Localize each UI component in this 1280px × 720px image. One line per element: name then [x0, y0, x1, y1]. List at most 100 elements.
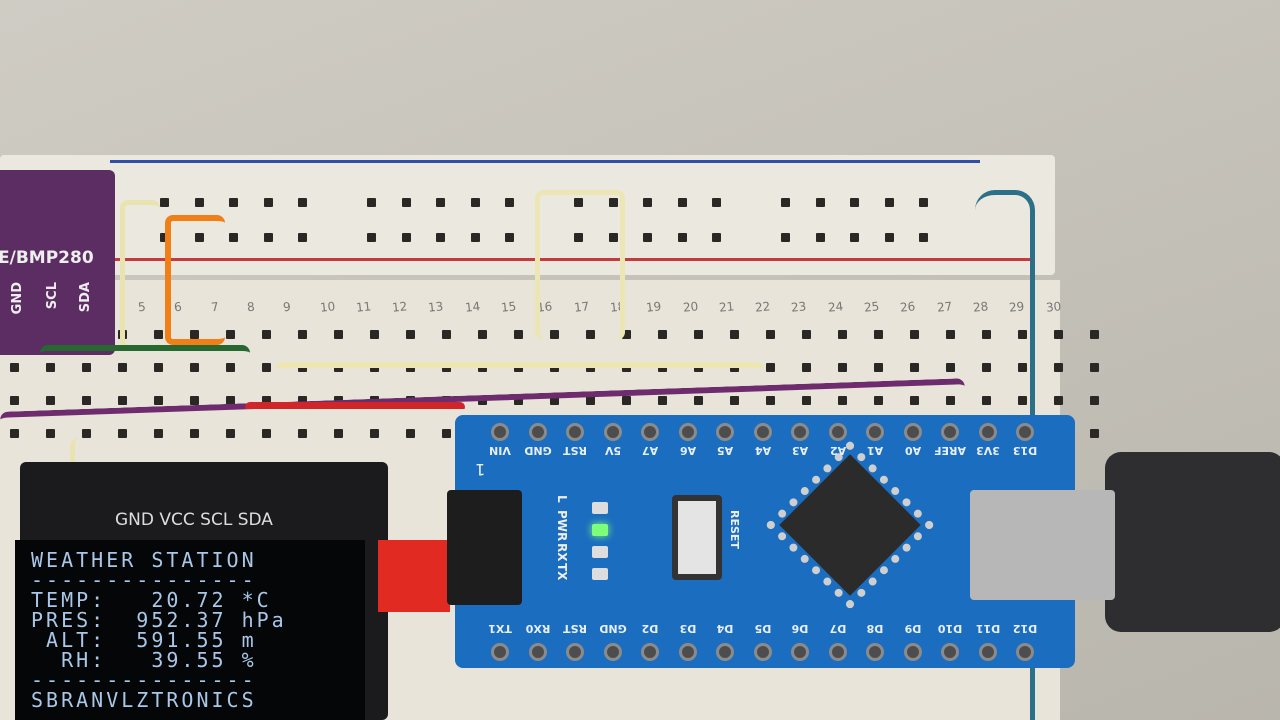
breadboard-hole — [118, 396, 127, 405]
breadboard-hole — [478, 330, 487, 339]
column-number: 25 — [863, 299, 880, 315]
breadboard-hole — [370, 396, 379, 405]
reset-button[interactable] — [672, 495, 722, 580]
breadboard-hole — [1090, 429, 1099, 438]
breadboard-hole — [46, 429, 55, 438]
nano-pin — [941, 423, 959, 441]
breadboard-hole — [262, 396, 271, 405]
breadboard-hole — [946, 330, 955, 339]
breadboard-hole — [622, 396, 631, 405]
nano-pin — [528, 423, 547, 441]
breadboard-hole — [334, 330, 343, 339]
nano-pin — [941, 643, 959, 661]
breadboard-hole — [910, 396, 919, 405]
breadboard-hole — [334, 396, 343, 405]
breadboard-hole — [442, 429, 451, 438]
breadboard-hole — [919, 233, 928, 242]
breadboard-hole — [370, 330, 379, 339]
breadboard-hole — [470, 198, 480, 207]
led-tx — [592, 568, 608, 580]
breadboard-hole — [478, 396, 487, 405]
nano-pin-label: 3V3 — [975, 444, 1000, 457]
nano-pin — [716, 643, 734, 661]
breadboard-hole — [160, 233, 169, 242]
nano-pin — [566, 423, 584, 441]
nano-pin — [753, 423, 772, 441]
oled-pin-labels: GND VCC SCL SDA — [115, 510, 273, 530]
breadboard-hole — [874, 396, 883, 405]
breadboard-hole — [190, 330, 199, 339]
breadboard-hole — [1054, 396, 1063, 405]
nano-pin — [978, 643, 997, 661]
breadboard-hole — [766, 330, 775, 339]
nano-pin-label: A3 — [791, 444, 809, 457]
nano-pin — [791, 643, 809, 661]
breadboard-hole — [154, 330, 163, 339]
nano-pin-label: RX0 — [525, 622, 550, 635]
nano-pin-label: GND — [523, 444, 552, 457]
breadboard-hole — [442, 396, 451, 405]
breadboard-hole — [694, 330, 703, 339]
nano-pin — [753, 643, 772, 661]
breadboard-hole — [838, 396, 847, 405]
column-number: 19 — [645, 299, 663, 315]
column-number: 13 — [427, 299, 445, 315]
breadboard-hole — [766, 363, 775, 372]
led-label-rx: RX — [555, 543, 569, 562]
rail-red-line — [115, 258, 1035, 261]
nano-pin-label: RST — [563, 444, 587, 457]
nano-pin-label: A6 — [679, 444, 696, 457]
led-label-l: L — [555, 495, 569, 503]
column-number: 23 — [790, 299, 808, 315]
nano-pin-label: A0 — [904, 444, 921, 457]
breadboard-hole — [298, 396, 307, 405]
column-number: 12 — [391, 299, 409, 315]
nano-pin-label: A2 — [829, 444, 846, 457]
breadboard-hole — [334, 429, 343, 438]
breadboard-hole — [154, 429, 163, 438]
nano-pin — [566, 643, 584, 661]
breadboard-hole — [550, 330, 559, 339]
breadboard-hole — [367, 233, 376, 242]
nano-pin-label: D8 — [866, 622, 884, 635]
column-number: 14 — [463, 299, 481, 315]
breadboard-hole — [190, 396, 199, 405]
oled-temp: TEMP: 20.72 *C — [31, 588, 272, 612]
breadboard-hole — [574, 233, 583, 242]
nano-pin-label: AREF — [934, 444, 967, 457]
wire-orange — [165, 215, 225, 345]
nano-pin-label: A5 — [716, 444, 734, 457]
breadboard-hole — [1018, 363, 1027, 372]
column-number: 21 — [718, 299, 735, 315]
nano-pin — [978, 423, 997, 441]
breadboard-hole — [658, 330, 667, 339]
breadboard-hole — [10, 429, 19, 438]
breadboard-hole — [982, 396, 991, 405]
header-label: 1 — [475, 460, 486, 479]
breadboard-hole — [1090, 330, 1099, 339]
nano-pin-label: VIN — [489, 444, 511, 457]
breadboard-hole — [229, 198, 238, 207]
breadboard-hole — [262, 429, 271, 438]
breadboard-hole — [574, 198, 583, 207]
nano-pin-label: D5 — [754, 622, 771, 635]
breadboard-hole — [586, 396, 595, 405]
column-number: 22 — [754, 299, 772, 315]
breadboard-hole — [190, 363, 199, 372]
breadboard-hole — [781, 233, 790, 242]
column-number: 11 — [355, 299, 372, 315]
breadboard-hole — [910, 363, 919, 372]
breadboard-hole — [298, 233, 307, 242]
nano-pin-label: D7 — [829, 622, 846, 635]
breadboard-hole — [815, 198, 825, 207]
nano-pin — [678, 643, 697, 661]
breadboard-hole — [874, 330, 883, 339]
breadboard-hole — [436, 198, 445, 207]
nano-pin — [716, 423, 734, 441]
nano-pin — [528, 643, 547, 661]
breadboard-hole — [118, 429, 127, 438]
breadboard-hole — [1090, 363, 1099, 372]
breadboard-hole — [946, 363, 955, 372]
nano-pin-label: D10 — [937, 622, 963, 635]
breadboard-hole — [229, 233, 238, 242]
